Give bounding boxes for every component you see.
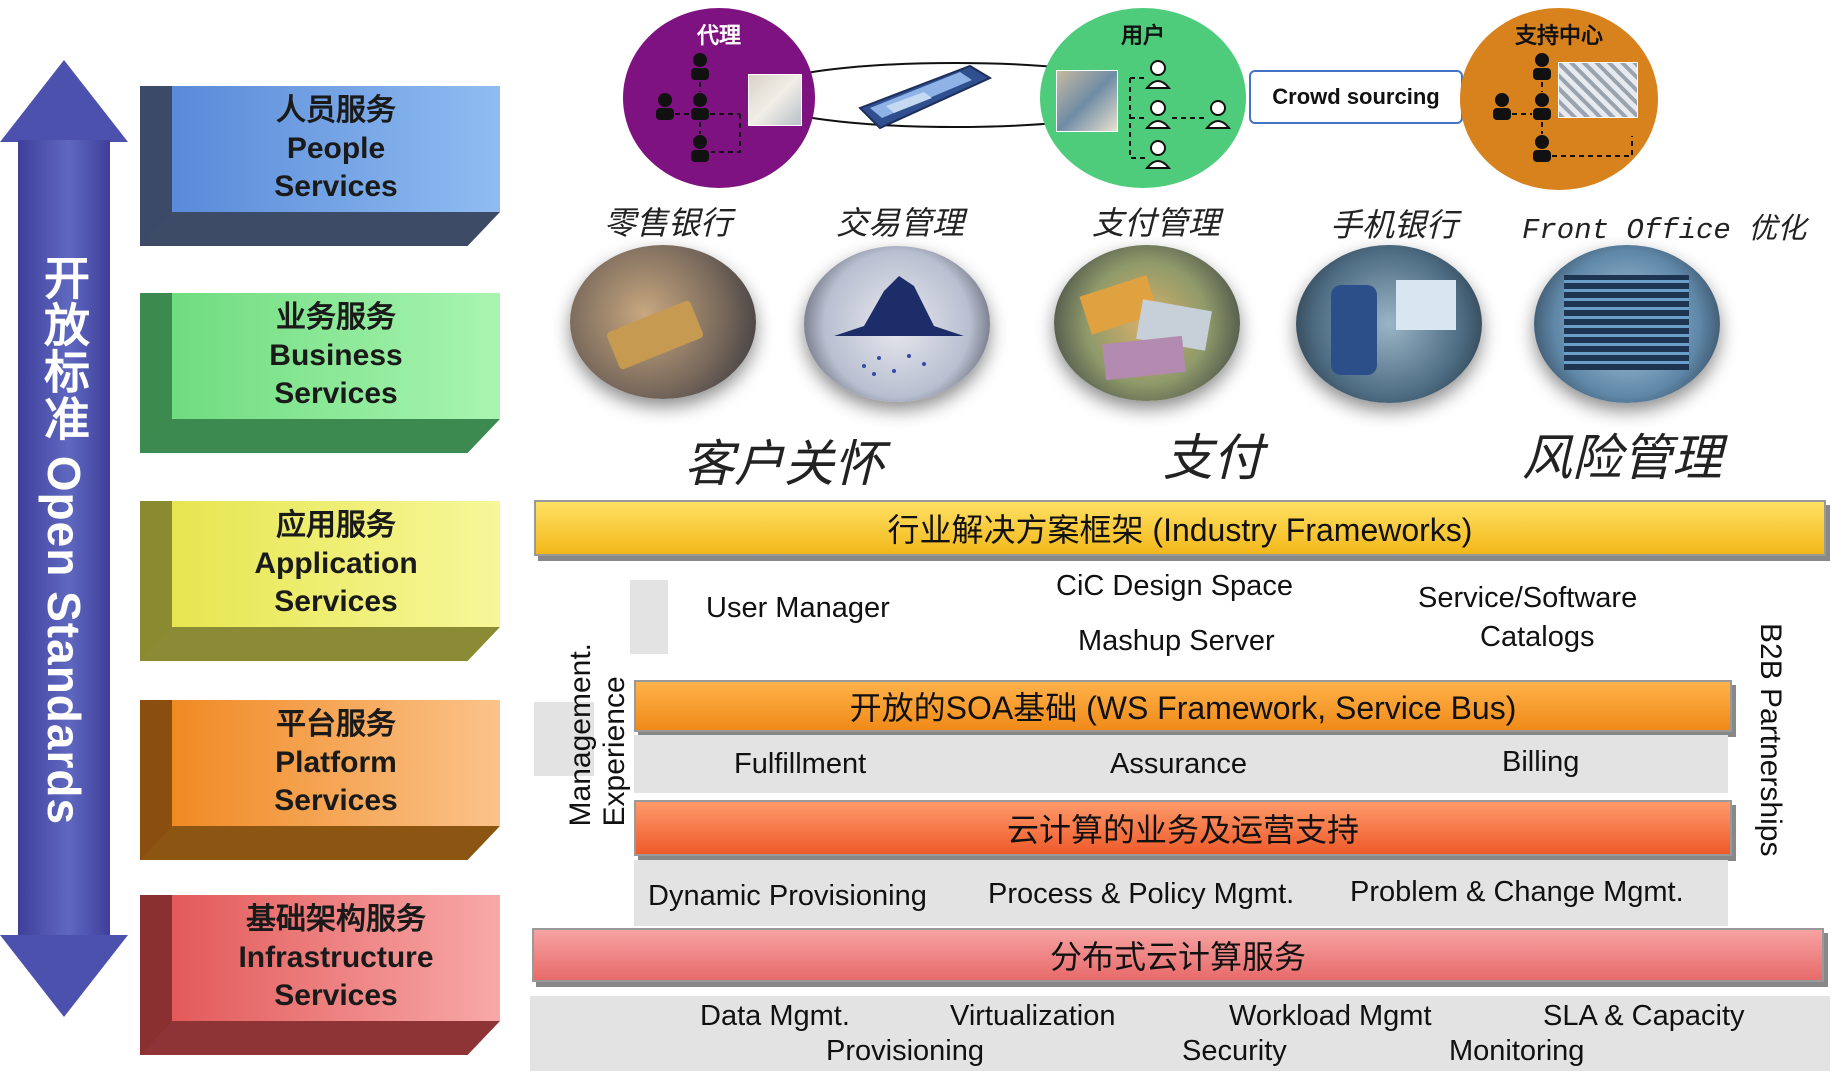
- block-zh: 平台服务: [276, 708, 396, 741]
- mobile-phone-icon: [858, 64, 993, 130]
- infrastructure-services-block: 基础架构服务 Infrastructure Services: [140, 895, 500, 1055]
- support-center-circle: 支持中心: [1460, 8, 1658, 190]
- block-en2: Services: [274, 979, 398, 1012]
- exp-label-line1: Experience: [598, 676, 631, 827]
- business-group-label: 客户关怀: [684, 435, 884, 493]
- monitoring-label: Monitoring: [1449, 1035, 1585, 1067]
- block-en1: Platform: [275, 746, 397, 779]
- business-item-label: Front Office 优化: [1522, 214, 1807, 247]
- mobile-banking-image: [1296, 245, 1482, 403]
- platform-services-block: 平台服务 Platform Services: [140, 700, 500, 860]
- problem-change-label: Problem & Change Mgmt.: [1350, 876, 1684, 908]
- arrow-up-head: [0, 60, 128, 142]
- catalog-label-line1: Service/Software: [1418, 582, 1638, 614]
- open-standards-arrow: [18, 140, 110, 940]
- agent-photo: [748, 74, 802, 126]
- business-item-label: 手机银行: [1330, 206, 1459, 244]
- support-network-icon: [1493, 53, 1633, 162]
- assurance-label: Assurance: [1110, 748, 1248, 780]
- user-title: 用户: [1120, 23, 1165, 48]
- infra-band: [530, 996, 1830, 1071]
- data-mgmt-label: Data Mgmt.: [700, 1000, 850, 1032]
- keyboard-photo: [1558, 62, 1638, 118]
- business-item-label: 零售银行: [604, 204, 733, 242]
- provisioning-label: Provisioning: [826, 1035, 984, 1067]
- b2b-label: B2B Partnerships: [1754, 623, 1787, 857]
- trading-management-image: [804, 246, 990, 402]
- block-en1: People: [286, 132, 386, 165]
- business-item-label: 交易管理: [836, 204, 965, 242]
- mgmt-band: [634, 860, 1728, 926]
- block-en1: Application: [254, 547, 418, 580]
- mashup-server-label: Mashup Server: [1078, 625, 1275, 657]
- agent-circle: 代理: [623, 8, 815, 188]
- process-policy-label: Process & Policy Mgmt.: [988, 878, 1295, 910]
- people-services-block: 人员服务 People Services: [140, 86, 500, 246]
- payment-management-image: [1054, 245, 1240, 401]
- cloud-operations-bar: 云计算的业务及运营支持: [634, 800, 1732, 856]
- block-en2: Services: [274, 784, 398, 817]
- user-photo: [1056, 70, 1118, 132]
- distributed-cloud-bar: 分布式云计算服务: [532, 928, 1824, 982]
- cic-design-space-label: CiC Design Space: [1056, 570, 1293, 602]
- block-zh: 人员服务: [276, 94, 396, 127]
- business-services-block: 业务服务 Business Services: [140, 293, 500, 453]
- user-network-icon: [1129, 60, 1232, 169]
- catalog-label-line2: Catalogs: [1480, 621, 1595, 653]
- application-services-block: 应用服务 Application Services: [140, 501, 500, 661]
- user-manager-label: User Manager: [706, 592, 890, 624]
- billing-label: Billing: [1502, 746, 1580, 778]
- experience-management-label: Experience Management.: [553, 615, 643, 855]
- business-group-label: 风险管理: [1522, 429, 1722, 487]
- block-zh: 应用服务: [276, 509, 396, 542]
- block-zh: 业务服务: [276, 301, 396, 334]
- block-zh: 基础架构服务: [246, 903, 426, 936]
- person-icon: [656, 53, 741, 162]
- block-en2: Services: [274, 377, 398, 410]
- virtualization-label: Virtualization: [950, 1000, 1116, 1032]
- crowd-sourcing-box: Crowd sourcing: [1249, 70, 1463, 124]
- workload-mgmt-label: Workload Mgmt: [1229, 1000, 1432, 1032]
- block-en1: Business: [269, 339, 403, 372]
- front-office-image: [1534, 245, 1720, 403]
- b2b-partnerships-label: B2B Partnerships: [1745, 590, 1795, 890]
- business-item-label: 支付管理: [1092, 204, 1221, 242]
- exp-mgmt-fragment: [630, 580, 668, 654]
- security-label: Security: [1182, 1035, 1287, 1067]
- open-standards-label: 开放标准 Open Standards: [38, 254, 90, 826]
- exp-mgmt-fragment: [534, 702, 594, 776]
- fulfillment-label: Fulfillment: [734, 748, 867, 780]
- block-en2: Services: [274, 585, 398, 618]
- support-title: 支持中心: [1514, 23, 1603, 48]
- sla-capacity-label: SLA & Capacity: [1543, 1000, 1745, 1032]
- ops-band: [634, 735, 1728, 793]
- soa-foundation-bar: 开放的SOA基础 (WS Framework, Service Bus): [634, 680, 1732, 732]
- dynamic-provisioning-label: Dynamic Provisioning: [648, 880, 927, 912]
- block-en2: Services: [274, 170, 398, 203]
- industry-frameworks-bar: 行业解决方案框架 (Industry Frameworks): [534, 500, 1826, 556]
- user-circle: 用户: [1040, 8, 1246, 188]
- business-group-label: 支付: [1163, 429, 1263, 487]
- agent-title: 代理: [696, 23, 741, 48]
- block-en1: Infrastructure: [238, 941, 434, 974]
- retail-banking-image: [570, 245, 756, 399]
- arrow-down-head: [0, 935, 128, 1017]
- exp-label-line2: Management.: [564, 643, 597, 827]
